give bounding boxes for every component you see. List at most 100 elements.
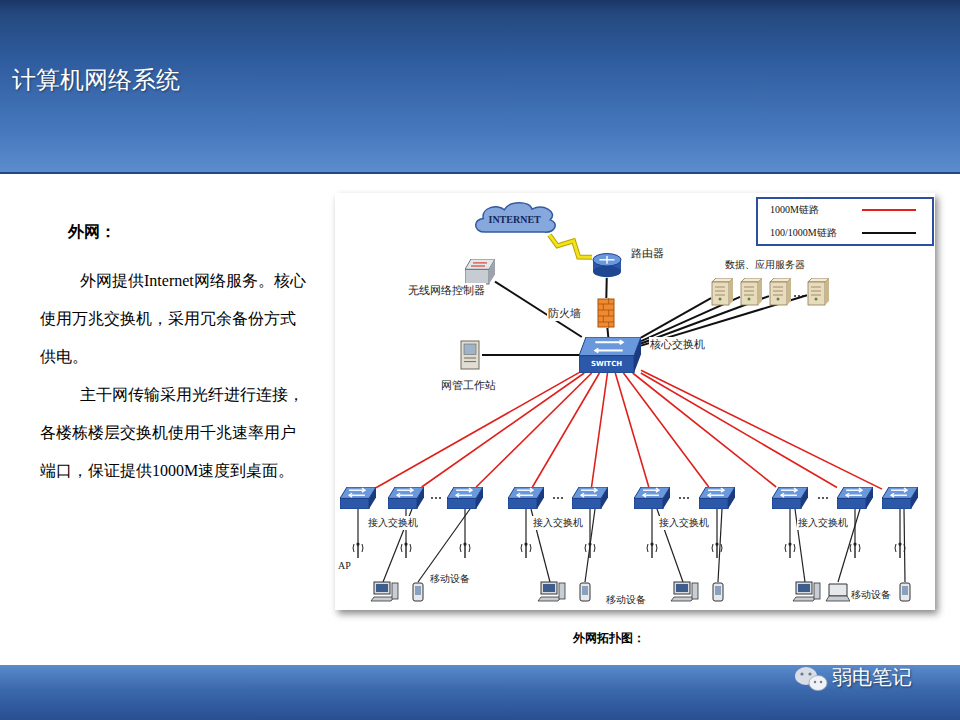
phone — [580, 583, 590, 601]
figure-caption: 外网拓扑图： — [573, 630, 645, 647]
ap-dot — [356, 542, 359, 545]
laptop-screen — [829, 584, 847, 596]
switch-icon — [634, 487, 670, 509]
watermark: 弱电笔记 — [832, 664, 912, 691]
ap-dot — [588, 542, 591, 545]
node-text: 网管工作站 — [440, 378, 497, 393]
node-text: 无线网络控制器 — [407, 283, 486, 298]
core-switch: SWITCH核心交换机 — [579, 337, 641, 373]
pc-monitor — [541, 582, 557, 594]
switch-node — [882, 487, 918, 509]
link-line — [495, 282, 582, 337]
section-heading: 外网： — [68, 222, 116, 243]
switch-icon — [882, 487, 918, 509]
link-line — [550, 235, 593, 257]
fiber-link — [376, 373, 579, 488]
fiber-link — [422, 373, 585, 487]
ap-antenna — [525, 544, 526, 558]
server-node — [740, 278, 762, 306]
ap-antenna — [651, 544, 652, 558]
phone — [413, 583, 423, 601]
group-label: 接入交换机 — [658, 516, 710, 530]
switch-node — [772, 487, 808, 509]
device-label: 移动设备 — [605, 593, 647, 607]
pc-screen — [376, 584, 388, 592]
device-label: 移动设备 — [429, 572, 471, 586]
fiber-link — [592, 373, 608, 487]
router-node: 路由器 — [592, 252, 622, 278]
switch-icon — [508, 487, 544, 509]
cloud-node: INTERNET — [472, 199, 559, 235]
laptop-base — [826, 596, 850, 601]
controller-icon — [465, 259, 495, 285]
phone-screen — [902, 586, 908, 595]
node-text: INTERNET — [489, 214, 541, 225]
node-text: SWITCH — [591, 360, 622, 368]
ap-antenna — [854, 544, 855, 558]
fiber-link — [615, 373, 648, 487]
server-node — [807, 278, 829, 306]
pc-tower — [559, 583, 565, 599]
node-text: 路由器 — [630, 246, 665, 261]
switch-icon — [340, 487, 376, 509]
pc-keyboard — [371, 597, 394, 601]
ap-dot — [715, 542, 718, 545]
server-icon — [807, 278, 829, 306]
switch-icon — [772, 487, 808, 509]
device-label: AP — [337, 560, 352, 571]
switch-icon — [699, 487, 735, 509]
switch-node — [388, 487, 424, 509]
ap-antenna — [589, 544, 590, 558]
ap-antenna — [464, 544, 465, 558]
phone-screen — [715, 586, 721, 595]
server-node — [769, 278, 791, 306]
ap-antenna — [899, 544, 900, 558]
slide-title: 计算机网络系统 — [12, 64, 180, 96]
router-icon — [592, 252, 622, 278]
group-label: 数据、应用服务器 — [724, 258, 806, 272]
ap-antenna — [357, 544, 358, 558]
ap-dot — [898, 542, 901, 545]
pc-monitor — [796, 582, 812, 594]
pc-keyboard — [671, 597, 694, 601]
pc-keyboard — [793, 597, 816, 601]
legend-frame — [757, 198, 933, 245]
group-label: 接入交换机 — [532, 516, 584, 530]
firewall-icon — [597, 298, 615, 328]
pc-screen — [543, 584, 555, 592]
legend-text: 100/1000M链路 — [770, 226, 837, 240]
switch-node — [508, 487, 544, 509]
node-text: 核心交换机 — [649, 337, 706, 352]
switch-node — [699, 487, 735, 509]
fiber-link — [623, 373, 708, 487]
legend-sample-black — [862, 232, 916, 234]
phone-screen — [415, 586, 421, 595]
server-icon — [711, 278, 733, 306]
pc-tower — [814, 583, 820, 599]
controller-node: 无线网络控制器 — [465, 259, 495, 285]
pc-monitor — [674, 582, 690, 594]
switch-icon — [572, 487, 608, 509]
switch-node — [634, 487, 670, 509]
switch-icon — [447, 487, 483, 509]
pc-monitor — [374, 582, 390, 594]
switch-node — [447, 487, 483, 509]
link-line — [605, 278, 607, 298]
ellipsis-dots — [431, 295, 828, 499]
workstation-icon — [458, 340, 482, 370]
link-line — [641, 298, 711, 337]
link-line — [482, 354, 579, 356]
ap-antenna — [716, 544, 717, 558]
legend-text: 1000M链路 — [770, 203, 819, 217]
ap-dot — [650, 542, 653, 545]
ap-dot — [463, 542, 466, 545]
fiber-link — [532, 373, 599, 487]
phone-screen — [582, 586, 588, 595]
pc-screen — [676, 584, 688, 592]
ap-dot — [788, 542, 791, 545]
body-paragraph: 主干网传输采用光纤进行连接，各楼栋楼层交换机使用千兆速率用户端口，保证提供100… — [40, 376, 308, 490]
lightning-outline — [550, 235, 593, 257]
pc-tower — [392, 583, 398, 599]
body-paragraph: 外网提供Internet网络服务。核心使用万兆交换机，采用冗余备份方式供电。 — [40, 262, 308, 376]
